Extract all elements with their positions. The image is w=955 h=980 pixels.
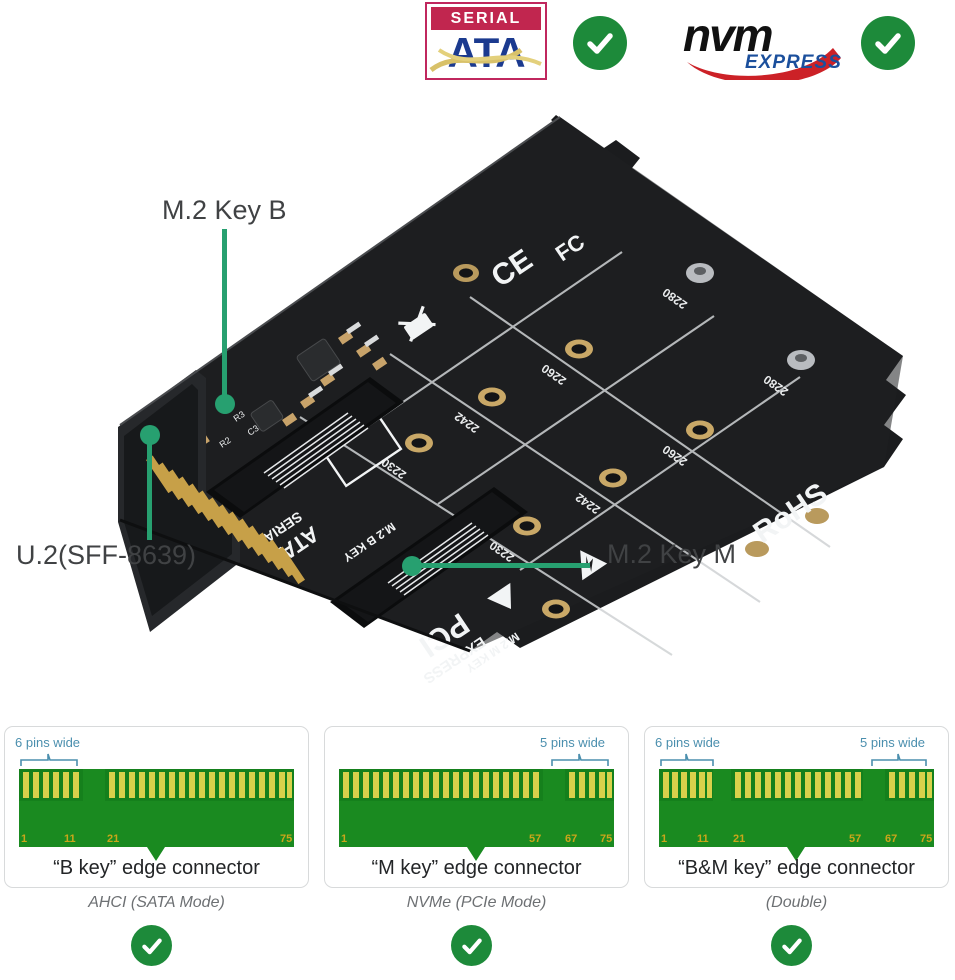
sata-supported-check-icon	[573, 16, 627, 70]
connector-panel-b-key: 6 pins wide	[4, 726, 309, 888]
brace-label-left-b: 6 pins wide	[15, 735, 81, 750]
pin-number-b-1: 1	[21, 833, 28, 845]
pin-number-bm-57: 57	[849, 833, 862, 845]
pin-number-m-57: 57	[529, 833, 542, 845]
panel-title-bm-key: “B&M key” edge connector	[678, 857, 915, 879]
brace-label-right-m: 5 pins wide	[540, 735, 606, 750]
adapter-card-image: 2280 2280 2260 2260 2242 2242 2230 2230 …	[0, 92, 955, 747]
nvme-supported-check-icon	[861, 16, 915, 70]
bm-key-supported-check-icon	[771, 925, 812, 966]
adapter-card-illustration: 2280 2280 2260 2260 2242 2242 2230 2230 …	[118, 115, 906, 747]
brace-left-b-icon	[20, 753, 78, 766]
b-key-connector-graphic	[19, 769, 294, 861]
pin-number-m-67: 67	[565, 833, 578, 845]
panel-title-b-key: “B key” edge connector	[53, 857, 260, 879]
nvm-express-logo: nvm EXPRESS	[683, 8, 843, 80]
bm-key-connector-graphic	[659, 769, 934, 861]
annotation-dot-m2-key-b	[215, 394, 235, 414]
connector-panel-m-key: 5 pins wide	[324, 726, 629, 888]
sata-serial-text: SERIAL	[431, 7, 541, 30]
brace-label-right-bm: 5 pins wide	[860, 735, 926, 750]
annotation-leader-u2	[147, 435, 152, 540]
edge-connector-diagrams: 6 pins wide	[0, 722, 955, 980]
connector-panel-bm-key: 6 pins wide 5 pins wide	[644, 726, 949, 888]
annotation-dot-m2-key-m	[402, 556, 422, 576]
caption-b-key: AHCI (SATA Mode)	[88, 894, 225, 911]
annotation-leader-m2-key-m	[418, 563, 590, 568]
annotation-label-m2-key-m: M.2 Key M	[607, 539, 737, 569]
product-photo: 2280 2280 2260 2260 2242 2242 2230 2230 …	[0, 92, 955, 747]
annotation-label-m2-key-b: M.2 Key B	[162, 195, 287, 225]
nvme-swoosh-icon	[687, 48, 841, 80]
smd-components: R3 C3 R2	[149, 321, 388, 488]
pin-number-m-1: 1	[341, 833, 348, 845]
caption-bm-key: (Double)	[765, 894, 828, 911]
m-key-supported-check-icon	[451, 925, 492, 966]
brace-left-bm-icon	[660, 753, 714, 766]
m-key-connector-graphic	[339, 769, 614, 861]
panel-title-m-key: “M key” edge connector	[371, 857, 582, 879]
annotation-leader-m2-key-b	[222, 229, 227, 405]
nvme-nvm-text: nvm	[683, 9, 774, 61]
certification-logo-bar: SERIAL ATA nvm EXPRESS	[0, 0, 955, 92]
pin-number-b-21: 21	[107, 833, 120, 845]
brace-label-left-bm: 6 pins wide	[655, 735, 721, 750]
serial-ata-logo: SERIAL ATA	[425, 2, 547, 80]
pin-number-bm-11: 11	[697, 833, 709, 845]
brace-right-bm-icon	[871, 753, 927, 766]
b-key-supported-check-icon	[131, 925, 172, 966]
pin-number-bm-21: 21	[733, 833, 746, 845]
pin-number-m-75: 75	[600, 833, 613, 845]
nvme-express-text: EXPRESS	[745, 52, 842, 73]
annotation-dot-u2	[140, 425, 160, 445]
pin-number-b-11: 11	[64, 833, 76, 845]
pin-number-bm-1: 1	[661, 833, 668, 845]
pin-number-b-75: 75	[280, 833, 293, 845]
brace-right-m-icon	[551, 753, 609, 766]
annotation-label-u2: U.2(SFF-8639)	[16, 540, 197, 570]
standoff-holes	[145, 263, 829, 747]
pin-number-bm-67: 67	[885, 833, 898, 845]
caption-m-key: NVMe (PCIe Mode)	[406, 894, 547, 911]
pin-number-bm-75: 75	[920, 833, 933, 845]
sata-ata-text: ATA	[447, 29, 525, 76]
